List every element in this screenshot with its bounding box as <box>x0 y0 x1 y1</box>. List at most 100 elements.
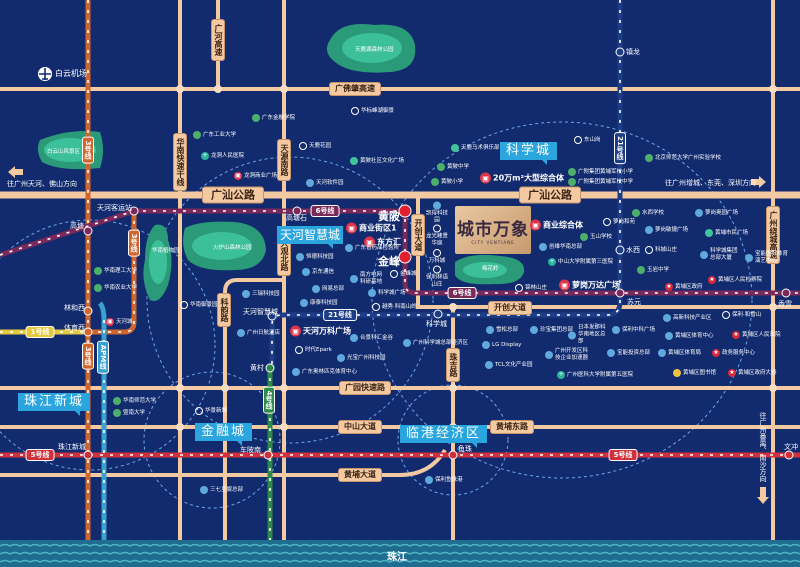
metro-line-label[interactable]: 21号线 <box>614 132 626 164</box>
poi-item[interactable]: +广州医科大学附属第五医院 <box>557 371 633 379</box>
poi-item[interactable]: 保利林语山庄 <box>426 265 448 289</box>
metro-station-icon[interactable] <box>398 204 412 218</box>
poi-item[interactable]: 华南师范大学 <box>113 397 156 405</box>
metro-line-label[interactable]: 21号线 <box>323 309 357 321</box>
poi-item[interactable]: 天河软件园 <box>306 179 344 187</box>
poi-item[interactable]: 玉山学校 <box>580 233 612 241</box>
poi-item[interactable]: 黄陂社区文化广场 <box>350 157 404 165</box>
poi-item[interactable]: 广州科学城总部经济区 <box>403 339 468 347</box>
poi-item[interactable]: 三瑞科技园 <box>242 290 280 298</box>
poi-item[interactable]: 网易总部 <box>312 285 344 293</box>
metro-station-icon[interactable] <box>292 206 302 216</box>
metro-line-label[interactable]: 3号线 <box>128 229 140 257</box>
metro-station-icon[interactable] <box>448 450 458 460</box>
poi-item[interactable]: 科学城集团总部大厦 <box>700 248 738 262</box>
poi-item[interactable]: ▣天河万科广场 <box>290 325 351 337</box>
poi-item[interactable]: 宝能投资总部 <box>607 349 650 357</box>
poi-item[interactable]: ▣20万m²大型综合体 <box>480 172 564 184</box>
poi-item[interactable]: ▣天河城 <box>106 318 133 326</box>
poi-item[interactable]: 锦林山庄 <box>515 284 547 292</box>
poi-item[interactable]: ★黄埔区政府大楼 <box>728 369 777 377</box>
poi-item[interactable]: 凯得科技园 <box>426 201 448 225</box>
poi-item[interactable]: 北京师范大学广州实验学校 <box>645 154 721 162</box>
poi-item[interactable]: 雪松总部 <box>486 326 518 334</box>
metro-station-icon[interactable] <box>615 47 625 57</box>
metro-station-icon[interactable] <box>83 306 93 316</box>
zone-label[interactable]: 珠江新城 <box>18 393 91 416</box>
poi-item[interactable]: 康泰科技园 <box>300 299 338 307</box>
metro-station-icon[interactable] <box>83 327 93 337</box>
poi-item[interactable]: 龙光峰景华庭 <box>426 224 448 248</box>
poi-item[interactable]: 广东工业大学 <box>193 131 236 139</box>
metro-line-label[interactable]: 3号线 <box>82 342 94 370</box>
poi-item[interactable]: 珍宝集团总部 <box>530 326 573 334</box>
poi-item[interactable]: ▣商业街区1 <box>346 222 397 234</box>
poi-item[interactable]: 合景科汇金谷 <box>350 334 393 342</box>
poi-item[interactable]: 玉岩中学 <box>637 266 669 274</box>
poi-item[interactable]: 黄埔市民广场 <box>705 229 748 237</box>
metro-station-icon[interactable] <box>781 288 791 298</box>
poi-item[interactable]: 金峰城 <box>390 270 417 278</box>
poi-item[interactable]: 科学城广场 <box>368 289 406 297</box>
poi-item[interactable]: ▣东方汇 <box>364 236 401 248</box>
metro-station-icon[interactable] <box>398 250 412 264</box>
poi-item[interactable]: 广东奥林匹克体育中心 <box>292 368 357 376</box>
poi-item[interactable]: 华标峰湖御景 <box>351 107 394 115</box>
zone-label[interactable]: 科学城 <box>500 142 558 165</box>
poi-item[interactable]: 创维华南总部 <box>539 243 582 251</box>
poi-item[interactable]: 南方电网科研基地 <box>350 272 382 286</box>
poi-item[interactable]: 保利中科广场 <box>612 326 655 334</box>
poi-item[interactable]: 黄陂小学 <box>431 178 463 186</box>
metro-line-label[interactable]: 4号线 <box>263 386 275 414</box>
poi-item[interactable]: 广附集团黄埔军校小学 <box>568 168 633 176</box>
poi-item[interactable]: 光宝广州科技园 <box>337 354 386 362</box>
poi-item[interactable]: 越秀·科南山岭 <box>372 303 417 311</box>
poi-item[interactable]: ★黄埔区政府 <box>665 283 703 291</box>
zone-label[interactable]: 天河智慧城 <box>277 226 344 249</box>
poi-item[interactable]: 萝岗奥园广场 <box>695 209 738 217</box>
metro-station-icon[interactable] <box>83 450 93 460</box>
zone-label[interactable]: 金融城 <box>195 423 253 446</box>
poi-item[interactable]: 高新科技产业区 <box>663 314 712 322</box>
zone-label[interactable]: 临港经济区 <box>400 425 488 448</box>
poi-item[interactable]: +中山大学附属第三医院 <box>548 258 613 266</box>
poi-item[interactable]: 萝岗和苑 <box>603 218 635 226</box>
poi-item[interactable]: 天鹿马术俱乐部 <box>451 144 500 152</box>
poi-item[interactable]: 京东通信 <box>302 268 334 276</box>
poi-item[interactable]: 华南农业大学 <box>94 284 137 292</box>
poi-item[interactable]: 水西学校 <box>632 209 664 217</box>
metro-line-label[interactable]: 6号线 <box>310 205 340 217</box>
metro-line-label[interactable]: 5号线 <box>608 449 638 461</box>
poi-item[interactable]: 黄陂中学 <box>437 163 469 171</box>
poi-item[interactable]: 华南理工大学 <box>94 267 137 275</box>
poi-item[interactable]: ★黄埔区人民法院 <box>732 331 781 339</box>
metro-line-label[interactable]: APM线 <box>97 340 109 374</box>
poi-item[interactable]: 宝能国际体育演艺中心 <box>745 251 788 265</box>
poi-item[interactable]: ★政务服务中心 <box>712 349 755 357</box>
poi-item[interactable]: 恒德科技园 <box>296 253 334 261</box>
metro-station-icon[interactable] <box>615 245 625 255</box>
poi-item[interactable]: 广州开发区科技企业加速器 <box>545 348 588 362</box>
poi-item[interactable]: 广附集团黄埔军校中学 <box>568 178 633 186</box>
poi-item[interactable]: TCL文化产业园 <box>485 361 532 369</box>
metro-station-icon[interactable] <box>129 206 139 216</box>
poi-item[interactable]: 时代Epark <box>295 346 332 354</box>
project-logo[interactable]: 城市万象 CITY VENTIANE <box>455 206 531 254</box>
poi-item[interactable]: ▣商业综合体 <box>530 219 583 231</box>
metro-line-label[interactable]: 5号线 <box>25 449 55 461</box>
poi-item[interactable]: 科城山庄 <box>645 246 677 254</box>
poi-item[interactable]: 广东省药品检验所 <box>345 244 399 252</box>
poi-item[interactable]: 天鹿花园 <box>299 142 331 150</box>
poi-item[interactable]: 三七互娱总部 <box>200 486 243 494</box>
metro-station-icon[interactable] <box>433 309 443 319</box>
poi-item[interactable]: ▣萝岗万达广场 <box>559 279 620 291</box>
poi-item[interactable]: 广东金融学院 <box>252 114 295 122</box>
metro-line-label[interactable]: 1号线 <box>25 326 55 338</box>
metro-station-icon[interactable] <box>615 288 625 298</box>
metro-station-icon[interactable] <box>83 226 93 236</box>
poi-item[interactable]: 黄埔区图书馆 <box>673 369 716 377</box>
metro-station-icon[interactable] <box>267 311 277 321</box>
poi-item[interactable]: 万科城 <box>426 249 448 265</box>
poi-item[interactable]: 保利鱼珠港 <box>425 476 463 484</box>
